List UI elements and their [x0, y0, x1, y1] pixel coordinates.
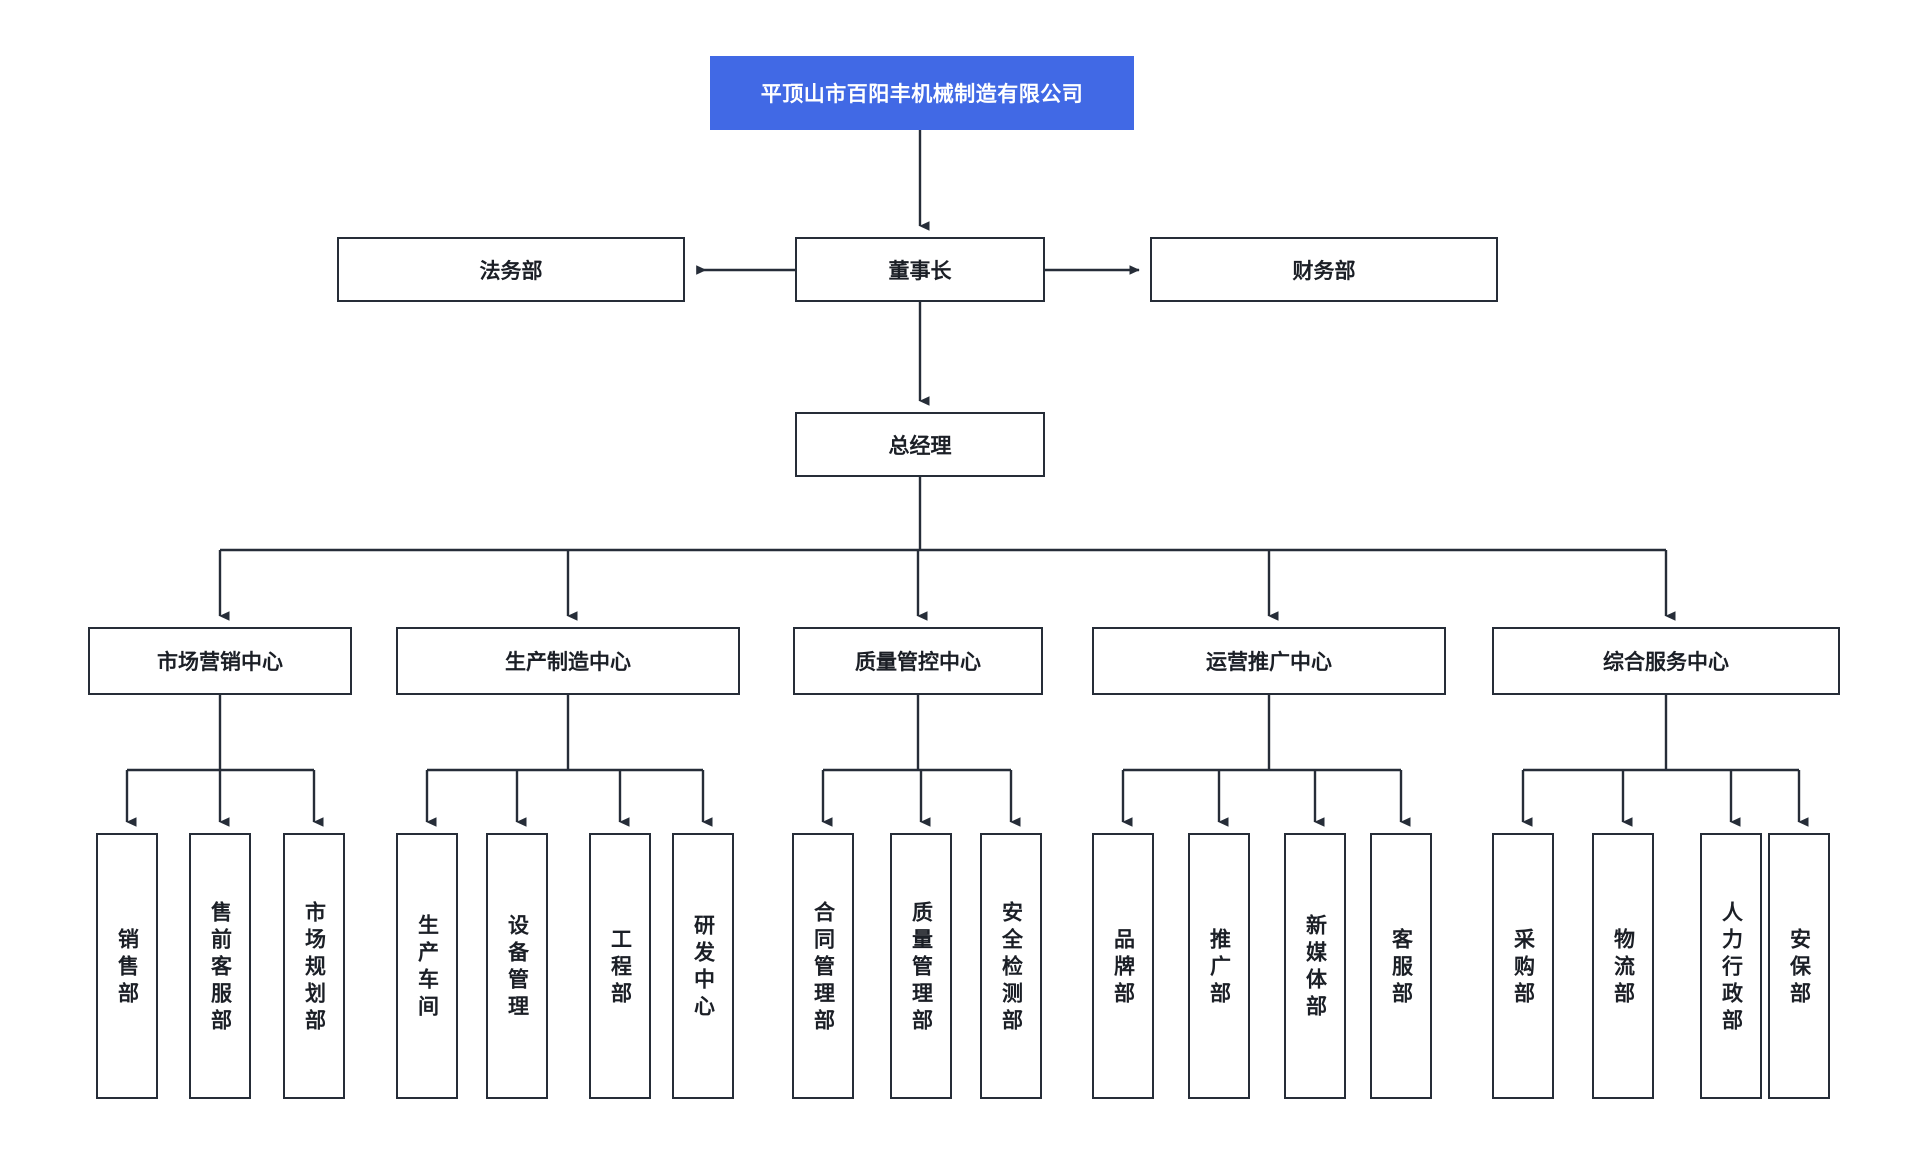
- node-dept-contract-management-label: 合同管理部: [811, 900, 835, 1036]
- node-dept-customer-service-label: 客服部: [1389, 927, 1413, 1009]
- node-dept-engineering-label: 工程部: [608, 927, 632, 1009]
- node-dept-quality-management[interactable]: 质量管理部: [890, 833, 952, 1099]
- node-dept-safety-inspection[interactable]: 安全检测部: [980, 833, 1042, 1099]
- node-legal-department-label: 法务部: [479, 259, 543, 283]
- node-dept-hr-admin-label: 人力行政部: [1719, 900, 1743, 1036]
- node-center-manufacturing[interactable]: 生产制造中心: [396, 627, 740, 695]
- node-dept-brand-label: 品牌部: [1111, 927, 1135, 1009]
- node-dept-production-workshop[interactable]: 生产车间: [396, 833, 458, 1099]
- node-dept-hr-admin[interactable]: 人力行政部: [1700, 833, 1762, 1099]
- node-chairman-label: 董事长: [888, 259, 952, 283]
- node-dept-security[interactable]: 安保部: [1768, 833, 1830, 1099]
- node-finance-department[interactable]: 财务部: [1150, 237, 1498, 302]
- node-dept-promotion[interactable]: 推广部: [1188, 833, 1250, 1099]
- node-dept-equipment-management-label: 设备管理: [505, 914, 529, 1022]
- node-dept-rnd-center-label: 研发中心: [691, 914, 715, 1022]
- node-center-manufacturing-label: 生产制造中心: [505, 651, 631, 674]
- node-dept-sales-label: 销售部: [115, 927, 139, 1009]
- node-dept-rnd-center[interactable]: 研发中心: [672, 833, 734, 1099]
- node-dept-brand[interactable]: 品牌部: [1092, 833, 1154, 1099]
- node-company-root-label: 平顶山市百阳丰机械制造有限公司: [760, 83, 1084, 106]
- node-chairman[interactable]: 董事长: [795, 237, 1045, 302]
- node-dept-engineering[interactable]: 工程部: [589, 833, 651, 1099]
- node-finance-department-label: 财务部: [1292, 259, 1356, 283]
- node-dept-logistics[interactable]: 物流部: [1592, 833, 1654, 1099]
- node-center-marketing-label: 市场营销中心: [157, 651, 283, 674]
- node-company-root[interactable]: 平顶山市百阳丰机械制造有限公司: [710, 56, 1134, 130]
- node-dept-logistics-label: 物流部: [1611, 927, 1635, 1009]
- node-dept-procurement-label: 采购部: [1511, 927, 1535, 1009]
- node-dept-market-planning-label: 市场规划部: [302, 900, 326, 1036]
- node-center-operations-label: 运营推广中心: [1206, 651, 1332, 674]
- node-dept-customer-service[interactable]: 客服部: [1370, 833, 1432, 1099]
- node-general-manager-label: 总经理: [888, 434, 952, 458]
- node-general-manager[interactable]: 总经理: [795, 412, 1045, 477]
- node-dept-presales-service-label: 售前客服部: [208, 900, 232, 1036]
- node-dept-equipment-management[interactable]: 设备管理: [486, 833, 548, 1099]
- node-dept-quality-management-label: 质量管理部: [909, 900, 933, 1036]
- node-dept-sales[interactable]: 销售部: [96, 833, 158, 1099]
- node-dept-security-label: 安保部: [1787, 927, 1811, 1009]
- node-center-operations[interactable]: 运营推广中心: [1092, 627, 1446, 695]
- node-center-general-services[interactable]: 综合服务中心: [1492, 627, 1840, 695]
- node-center-marketing[interactable]: 市场营销中心: [88, 627, 352, 695]
- node-dept-market-planning[interactable]: 市场规划部: [283, 833, 345, 1099]
- node-dept-production-workshop-label: 生产车间: [415, 914, 439, 1022]
- node-center-general-services-label: 综合服务中心: [1603, 651, 1729, 674]
- node-dept-contract-management[interactable]: 合同管理部: [792, 833, 854, 1099]
- node-dept-procurement[interactable]: 采购部: [1492, 833, 1554, 1099]
- node-dept-new-media[interactable]: 新媒体部: [1284, 833, 1346, 1099]
- node-dept-presales-service[interactable]: 售前客服部: [189, 833, 251, 1099]
- node-dept-new-media-label: 新媒体部: [1303, 914, 1327, 1022]
- node-center-quality-label: 质量管控中心: [855, 651, 981, 674]
- node-dept-promotion-label: 推广部: [1207, 927, 1231, 1009]
- node-center-quality[interactable]: 质量管控中心: [793, 627, 1043, 695]
- node-legal-department[interactable]: 法务部: [337, 237, 685, 302]
- node-dept-safety-inspection-label: 安全检测部: [999, 900, 1023, 1036]
